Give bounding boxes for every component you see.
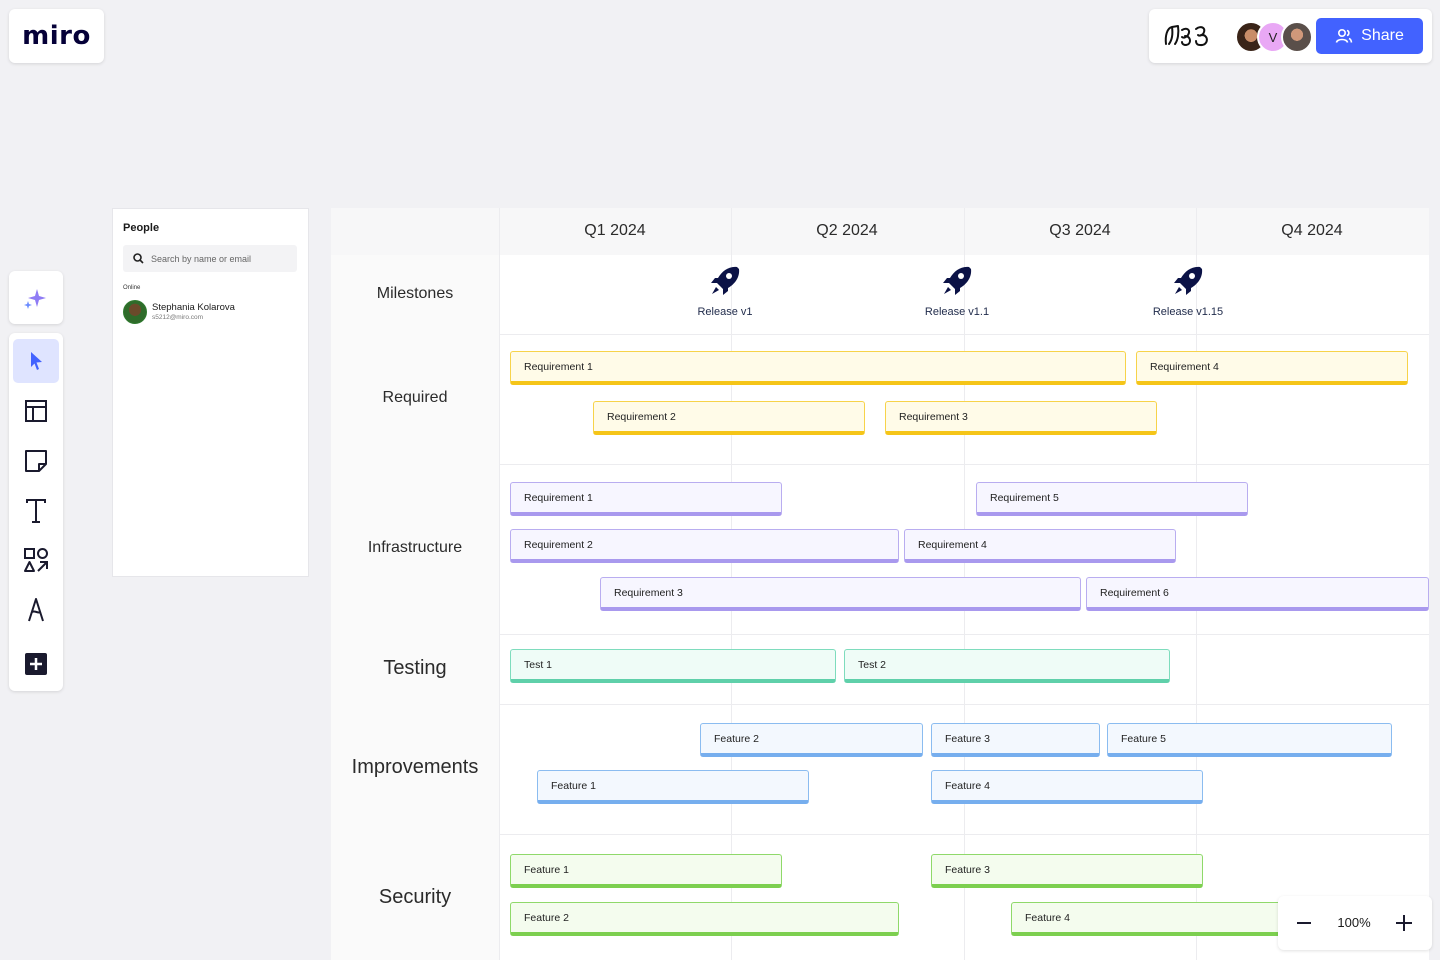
board-name-signature[interactable]	[1163, 22, 1215, 50]
quarter-header-row	[331, 208, 1429, 255]
security-card[interactable]: Feature 4	[1011, 902, 1311, 936]
zoom-control: 100%	[1278, 896, 1432, 950]
board-name-icon	[1164, 25, 1208, 47]
creation-toolbar	[9, 333, 63, 691]
people-search-input[interactable]: Search by name or email	[123, 245, 297, 272]
testing-card[interactable]: Test 2	[844, 649, 1170, 683]
zoom-level[interactable]: 100%	[1337, 915, 1371, 930]
testing-card[interactable]: Test 1	[510, 649, 836, 683]
improvement-card[interactable]: Feature 2	[700, 723, 923, 757]
ai-assist-button[interactable]	[9, 271, 63, 324]
quarter-q4-header: Q4 2024	[1281, 222, 1343, 239]
quarter-q2-header: Q2 2024	[816, 222, 878, 239]
grid-line	[499, 834, 1429, 835]
people-icon	[1335, 28, 1353, 43]
person-avatar[interactable]	[123, 300, 147, 324]
shapes-icon	[24, 548, 48, 572]
improvement-card[interactable]: Feature 5	[1107, 723, 1392, 757]
templates-icon	[25, 400, 47, 422]
required-card[interactable]: Requirement 2	[593, 401, 865, 435]
milestone-release-v1-1[interactable]: Release v1.1	[902, 263, 1012, 318]
quarter-q3-header: Q3 2024	[1049, 222, 1111, 239]
plus-icon	[1396, 915, 1412, 931]
grid-line	[499, 208, 500, 960]
milestone-label: Release v1.1	[924, 306, 990, 318]
infrastructure-card[interactable]: Requirement 4	[904, 529, 1176, 563]
people-panel: People Search by name or email Online St…	[113, 209, 308, 576]
rocket-icon	[1174, 266, 1203, 295]
milestone-label: Release v1	[697, 306, 753, 318]
person-name[interactable]: Stephania Kolarova	[152, 302, 235, 313]
online-section-label: Online	[123, 285, 141, 291]
security-card[interactable]: Feature 1	[510, 854, 782, 888]
grid-line	[499, 704, 1429, 705]
top-right-bar: V Share	[1149, 9, 1432, 63]
row-label-testing: Testing	[383, 657, 447, 679]
collaborator-avatar-3[interactable]	[1281, 21, 1313, 53]
roadmap-board[interactable]: Q1 2024 Q2 2024 Q3 2024 Q4 2024 Mileston…	[331, 208, 1429, 960]
person-email: s5212@miro.com	[152, 314, 204, 321]
grid-line	[499, 464, 1429, 465]
required-card[interactable]: Requirement 1	[510, 351, 1126, 385]
more-tools-button[interactable]	[13, 642, 59, 686]
share-button[interactable]: Share	[1316, 18, 1423, 54]
text-icon	[26, 499, 46, 523]
security-card[interactable]: Feature 2	[510, 902, 899, 936]
milestone-release-v1-15[interactable]: Release v1.15	[1133, 263, 1243, 318]
row-label-required: Required	[382, 389, 448, 406]
miro-logo[interactable]: miro	[9, 9, 104, 63]
quarter-q1-header: Q1 2024	[584, 222, 646, 239]
rocket-icon	[943, 266, 972, 295]
rocket-icon	[711, 266, 740, 295]
search-icon	[133, 253, 144, 264]
sticky-note-tool[interactable]	[13, 439, 59, 483]
pen-icon	[28, 598, 44, 622]
milestone-release-v1[interactable]: Release v1	[670, 263, 780, 318]
pen-tool[interactable]	[13, 588, 59, 632]
infrastructure-card[interactable]: Requirement 6	[1086, 577, 1429, 611]
ai-sparkle-icon	[24, 288, 46, 309]
improvement-card[interactable]: Feature 3	[931, 723, 1100, 757]
logo-text: miro	[22, 21, 91, 51]
infrastructure-card[interactable]: Requirement 3	[600, 577, 1081, 611]
grid-line	[499, 634, 1429, 635]
shapes-tool[interactable]	[13, 538, 59, 582]
search-placeholder: Search by name or email	[151, 254, 252, 264]
row-label-improvements: Improvements	[351, 756, 479, 778]
zoom-in-button[interactable]	[1390, 910, 1418, 936]
row-label-infrastructure: Infrastructure	[367, 539, 463, 556]
zoom-out-button[interactable]	[1290, 910, 1318, 936]
infrastructure-card[interactable]: Requirement 2	[510, 529, 899, 563]
row-label-milestones: Milestones	[376, 285, 454, 302]
improvement-card[interactable]: Feature 4	[931, 770, 1203, 804]
select-cursor-icon	[31, 352, 42, 370]
avatar-initial: V	[1268, 29, 1278, 45]
share-label: Share	[1361, 27, 1404, 44]
add-icon	[25, 653, 47, 675]
required-card[interactable]: Requirement 4	[1136, 351, 1408, 385]
minus-icon	[1297, 922, 1311, 924]
security-card[interactable]: Feature 3	[931, 854, 1203, 888]
infrastructure-card[interactable]: Requirement 5	[976, 482, 1248, 516]
select-tool[interactable]	[13, 339, 59, 383]
people-panel-title: People	[123, 222, 160, 234]
text-tool[interactable]	[13, 489, 59, 533]
templates-tool[interactable]	[13, 389, 59, 433]
sticky-note-icon	[25, 450, 47, 472]
infrastructure-card[interactable]: Requirement 1	[510, 482, 782, 516]
milestone-label: Release v1.15	[1152, 306, 1224, 318]
improvement-card[interactable]: Feature 1	[537, 770, 809, 804]
row-label-security: Security	[378, 886, 452, 908]
required-card[interactable]: Requirement 3	[885, 401, 1157, 435]
grid-line	[499, 334, 1429, 335]
